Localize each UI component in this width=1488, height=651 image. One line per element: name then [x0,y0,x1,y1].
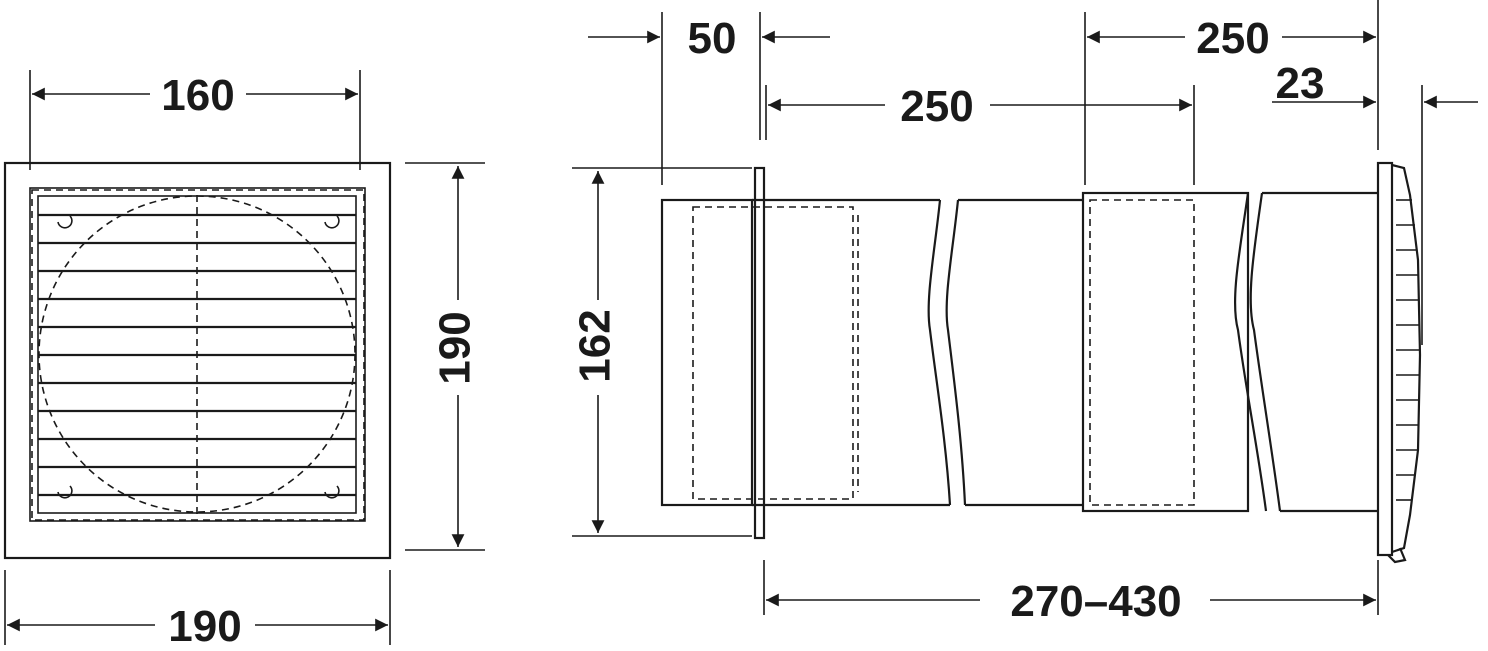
dim-front-inner-width: 160 [29,70,361,170]
label-190-width: 190 [168,602,241,651]
label-250-lower: 250 [900,82,973,131]
label-160: 160 [161,71,234,120]
dim-pipe-length-1: 250 [765,82,1195,185]
screw-holes [57,215,340,499]
dim-duct-height: 162 [571,167,752,537]
grille-teeth [1396,199,1419,501]
label-190-height: 190 [431,311,480,384]
label-23: 23 [1276,59,1325,108]
label-162: 162 [571,309,620,382]
dim-front-outer-width: 190 [4,570,391,651]
dim-flange-offset: 50 [588,12,830,185]
dim-pipe-length-2: 250 [1084,0,1379,185]
side-view-duct [660,161,1422,564]
front-view-grille [3,161,392,560]
label-270-430: 270–430 [1010,577,1181,626]
dim-total-length: 270–430 [763,560,1379,626]
label-50: 50 [688,14,737,63]
dim-front-height: 190 [405,162,485,551]
label-250-upper: 250 [1196,14,1269,63]
dim-grille-depth: 23 [1272,59,1478,345]
